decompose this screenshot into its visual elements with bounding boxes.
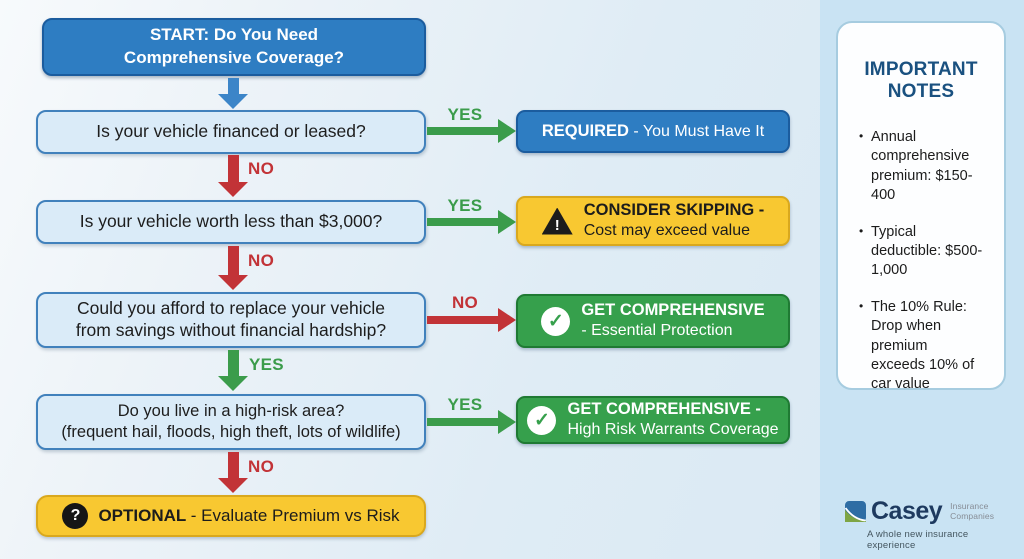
important-notes-card: IMPORTANT NOTES Annual comprehensive pre… (836, 21, 1006, 392)
arrow-start-to-q1 (218, 78, 248, 109)
question-2-text: Is your vehicle worth less than $3,000? (79, 211, 383, 232)
q2-down-label: NO (248, 251, 275, 270)
result-gc1-title: GET COMPREHENSIVE (581, 301, 765, 320)
arrow-q2-yes (427, 210, 516, 234)
arrow-q4-yes (427, 410, 516, 434)
brand-suffix: Insurance Companies (950, 500, 995, 522)
start-box: START: Do You Need Comprehensive Coverag… (42, 18, 426, 76)
q4-side-label: YES (447, 395, 483, 414)
question-2-box: Is your vehicle worth less than $3,000? (36, 200, 426, 244)
brand-suffix-line2: Companies (950, 510, 995, 521)
q3-side-label: NO (451, 293, 479, 312)
final-detail: - Evaluate Premium vs Risk (190, 506, 400, 525)
warning-icon: ! (541, 207, 573, 235)
result-consider-title: CONSIDER SKIPPING - (583, 201, 765, 220)
question-3-text-line2: from savings without financial hardship? (75, 320, 387, 340)
result-required-detail: - You Must Have It (633, 122, 765, 140)
q4-down-label: NO (248, 457, 275, 476)
question-1-box: Is your vehicle financed or leased? (36, 110, 426, 154)
result-gc2-title: GET COMPREHENSIVE - (567, 400, 761, 419)
result-consider-detail: Cost may exceed value (583, 222, 750, 240)
question-glyph: ? (70, 507, 81, 524)
note-item: Typical deductible: $500-1,000 (859, 223, 983, 281)
result-consider-box: ! CONSIDER SKIPPING - Cost may exceed va… (516, 196, 790, 246)
q2-side-label: YES (447, 196, 483, 215)
result-required-title: REQUIRED (541, 121, 629, 140)
result-get-comprehensive-2-box: ✓ GET COMPREHENSIVE - High Risk Warrants… (516, 396, 790, 444)
question-4-text-line1: Do you live in a high-risk area? (117, 402, 345, 421)
question-1-text: Is your vehicle financed or leased? (96, 121, 366, 142)
check-glyph: ✓ (547, 310, 564, 332)
arrow-q1-no (218, 155, 248, 197)
question-3-text-line1: Could you afford to replace your vehicle (76, 298, 386, 319)
result-get-comprehensive-1-box: ✓ GET COMPREHENSIVE - Essential Protecti… (516, 294, 790, 348)
warning-glyph: ! (554, 216, 560, 234)
casey-logo-icon (845, 501, 866, 522)
q1-down-label: NO (248, 159, 275, 178)
arrow-q2-no (218, 246, 248, 290)
result-gc1-detail: - Essential Protection (581, 322, 733, 340)
check-icon: ✓ (541, 306, 571, 336)
start-line1: START: Do You Need (149, 25, 319, 45)
note-item: The 10% Rule: Drop when premium exceeds … (859, 298, 983, 395)
right-panel: IMPORTANT NOTES Annual comprehensive pre… (820, 0, 1024, 559)
arrow-q4-no (218, 452, 248, 493)
brand-suffix-line1: Insurance (950, 500, 989, 511)
q1-side-label: YES (447, 105, 483, 124)
brand-logo: Casey Insurance Companies A whole new in… (845, 497, 1017, 551)
start-line2: Comprehensive Coverage? (123, 48, 345, 67)
final-title: OPTIONAL (98, 506, 187, 525)
note-item: Annual comprehensive premium: $150-400 (859, 128, 983, 206)
q3-down-label: YES (249, 355, 284, 374)
brand-tagline: A whole new insurance experience (867, 529, 969, 551)
check-icon: ✓ (527, 405, 557, 435)
final-optional-box: ? OPTIONAL - Evaluate Premium vs Risk (36, 495, 426, 537)
question-4-text-line2: (frequent hail, floods, high theft, lots… (61, 423, 401, 441)
question-icon: ? (62, 503, 89, 529)
arrow-q3-no (427, 308, 516, 332)
result-required-box: REQUIRED - You Must Have It (516, 110, 790, 153)
result-gc2-detail: High Risk Warrants Coverage (567, 421, 779, 439)
notes-title: IMPORTANT NOTES (864, 59, 978, 103)
notes-list: Annual comprehensive premium: $150-400 T… (859, 128, 983, 395)
arrow-q1-yes (427, 119, 516, 143)
arrow-q3-yes (218, 350, 248, 391)
check-glyph: ✓ (534, 409, 550, 431)
brand-name: Casey (871, 497, 943, 525)
question-3-box: Could you afford to replace your vehicle… (36, 292, 426, 348)
question-4-box: Do you live in a high-risk area? (freque… (36, 394, 426, 450)
